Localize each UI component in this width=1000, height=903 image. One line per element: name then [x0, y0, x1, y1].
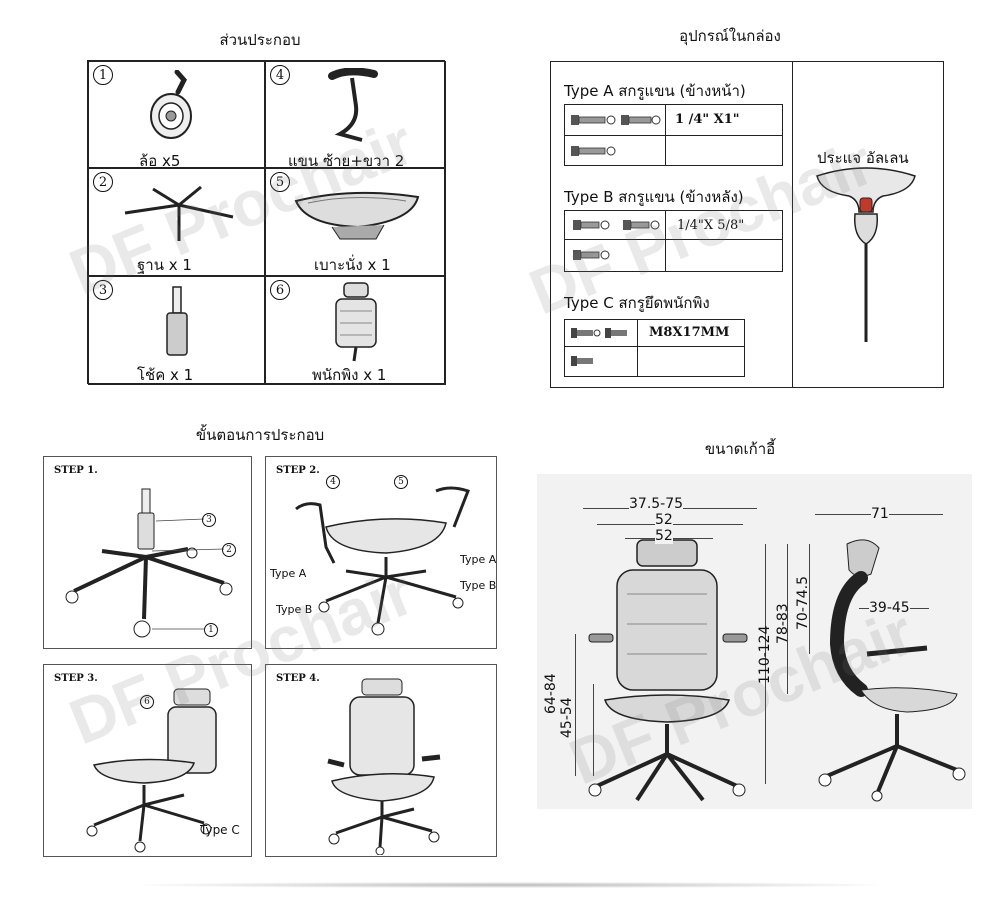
part-number: 4	[270, 65, 290, 85]
base-icon	[124, 185, 234, 241]
dim-height-total: 110-124	[757, 625, 773, 685]
wheel-icon	[150, 70, 192, 139]
part-number: 1	[93, 65, 113, 85]
assembly-title: ขั้นตอนการประกอบ	[195, 426, 325, 444]
type-c-table: M8X17MM	[564, 319, 745, 377]
dim-arm-height: 64-84	[543, 673, 559, 714]
callout-type-b-right: Type B	[460, 579, 497, 592]
part-label: แขน ซ้าย+ขวา 2	[288, 152, 405, 170]
dim-depth: 71	[871, 506, 889, 522]
bottom-divider	[140, 882, 880, 888]
box-title: อุปกรณ์ในกล่อง	[679, 27, 781, 45]
dim-seat-height: 45-54	[559, 697, 575, 738]
parts-table: 1 ล้อ x5 4 แขน ซ้าย+ขวา 2 2 ฐาน x 1 5	[87, 60, 446, 385]
callout-1: 1	[204, 623, 218, 637]
callout-type-a-right: Type A	[460, 553, 497, 566]
type-b-table: 1/4"X 5/8"	[564, 210, 783, 272]
backrest-icon	[335, 282, 377, 362]
step-4-panel: STEP 4.	[265, 664, 497, 857]
type-c-size: M8X17MM	[649, 325, 730, 340]
callout-3: 3	[202, 513, 216, 527]
chair-icon	[327, 678, 441, 855]
gas-lift-icon	[166, 286, 188, 356]
screw-icon	[573, 220, 660, 230]
part-number: 2	[93, 172, 113, 192]
part-label: โช้ค x 1	[137, 366, 194, 384]
part-label: พนักพิง x 1	[312, 366, 387, 384]
type-a-table: 1 /4" X1"	[564, 104, 783, 166]
dim-back-inner: 70-74.5	[795, 575, 811, 630]
type-c-title: Type C สกรูยึดพนักพิง	[564, 294, 710, 312]
dimensions-panel: 37.5-75 52 52 64-84 45-54 71 39-45 110-1…	[537, 474, 972, 809]
type-a-title: Type A สกรูแขน (ข้างหน้า)	[564, 82, 746, 100]
part-cell-arm: 4 แขน ซ้าย+ขวา 2	[265, 61, 446, 170]
part-cell-gas-lift: 3 โช้ค x 1	[88, 276, 265, 385]
part-number: 3	[93, 280, 113, 300]
allen-key-label: ประแจ อัลเลน	[817, 149, 909, 167]
step-1-panel: STEP 1. 3 2 1	[43, 456, 252, 649]
chair-icon	[65, 488, 233, 638]
arm-icon	[328, 68, 378, 142]
panel-divider	[792, 62, 793, 387]
dim-back-height: 78-83	[775, 603, 791, 644]
callout-4: 4	[326, 475, 340, 489]
chair-icon	[295, 486, 470, 636]
part-cell-wheel: 1 ล้อ x5	[88, 61, 265, 170]
dim-width-total: 37.5-75	[629, 496, 684, 512]
dimensions-title: ขนาดเก้าอี้	[704, 440, 776, 458]
step-2-panel: STEP 2. 4 5 Type A Type B Type A Type B	[265, 456, 497, 649]
part-cell-backrest: 6 พนักพิง x 1	[265, 276, 446, 385]
part-label: ฐาน x 1	[137, 256, 192, 274]
step-label: STEP 1.	[54, 465, 98, 476]
type-b-title: Type B สกรูแขน (ข้างหลัง)	[564, 188, 744, 206]
box-contents-panel: Type A สกรูแขน (ข้างหน้า) 1 /4" X1" Type…	[550, 61, 944, 388]
step-3-panel: STEP 3. 6 Type C	[43, 664, 252, 857]
screw-icon	[571, 356, 593, 366]
callout-type-b-left: Type B	[276, 603, 313, 616]
screw-icon	[571, 328, 627, 338]
allen-key-icon	[816, 167, 916, 342]
dim-width-back: 52	[655, 528, 673, 544]
parts-title: ส่วนประกอบ	[219, 31, 301, 49]
callout-6: 6	[140, 695, 154, 709]
callout-2: 2	[222, 543, 236, 557]
screw-icon	[573, 250, 610, 260]
step-label: STEP 2.	[276, 465, 320, 476]
part-cell-base: 2 ฐาน x 1	[88, 168, 265, 276]
callout-type-a-left: Type A	[270, 567, 307, 580]
callout-5: 5	[394, 475, 408, 489]
chair-icon	[86, 688, 217, 853]
part-cell-seat: 5 เบาะนั่ง x 1	[265, 168, 446, 276]
step-label: STEP 3.	[54, 673, 98, 684]
seat-icon	[294, 191, 420, 240]
dim-width-seat: 52	[655, 512, 673, 528]
part-number: 5	[270, 172, 290, 192]
type-b-size: 1/4"X 5/8"	[677, 218, 745, 233]
part-label: เบาะนั่ง x 1	[314, 256, 391, 274]
dim-seat-depth: 39-45	[869, 600, 910, 616]
step-label: STEP 4.	[276, 673, 320, 684]
chair-icon	[818, 539, 966, 802]
screw-icon	[571, 115, 661, 125]
callout-type-c: Type C	[200, 823, 240, 837]
screw-icon	[571, 146, 616, 156]
part-label: ล้อ x5	[139, 152, 181, 170]
part-number: 6	[270, 280, 290, 300]
chair-icon	[588, 539, 748, 802]
type-a-size: 1 /4" X1"	[675, 112, 740, 127]
